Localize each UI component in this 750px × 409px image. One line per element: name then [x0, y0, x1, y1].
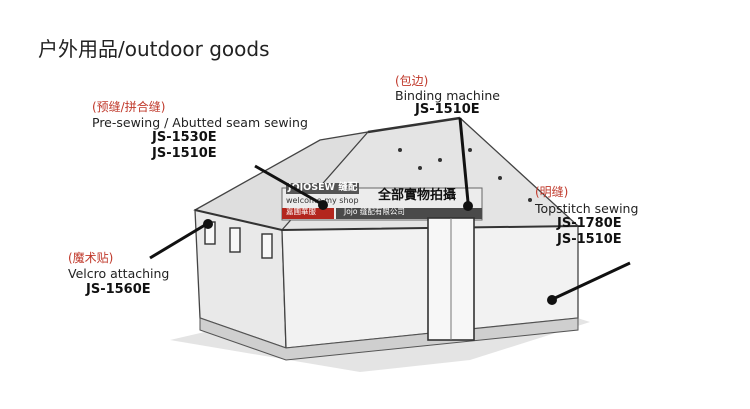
tent-base-skirt	[199, 317, 579, 361]
binding-pointer-dot	[463, 201, 473, 211]
velcro-description: Velcro attaching	[68, 266, 170, 281]
pre-sewing-category: (预缝/拼合缝)	[92, 100, 166, 114]
binding-model: JS-1510E	[415, 102, 480, 117]
topstitch-description: Topstitch sewing	[535, 201, 639, 216]
binding-pointer-line	[458, 117, 470, 203]
topstitch-pointer-line	[554, 261, 631, 300]
velcro-pointer-dot	[203, 219, 213, 229]
topstitch-model-2: JS-1510E	[557, 232, 622, 247]
binding-description: Binding machine	[395, 88, 500, 103]
topstitch-pointer-dot	[547, 295, 557, 305]
tent-big-sign-text: 全部實物拍攝	[378, 188, 457, 203]
pre-sewing-model-2: JS-1510E	[152, 146, 217, 161]
topstitch-model-1: JS-1780E	[557, 216, 622, 231]
roof-eave	[194, 209, 579, 232]
signage-dark-strip	[336, 208, 482, 219]
tent-sub-left-text: 嘉圃華服	[286, 207, 316, 216]
pre-sewing-model-1: JS-1530E	[152, 130, 217, 145]
pre-sewing-pointer-dot	[318, 200, 328, 210]
binding-category: (包边)	[395, 74, 429, 88]
topstitch-category: (明缝)	[535, 185, 569, 199]
roof-ridge	[367, 116, 461, 134]
tent-sub-right-text: Jojo 缝配有限公司	[344, 207, 405, 216]
roof-grommets	[398, 148, 532, 202]
tent-brand-text: JOJOSEW 缝配	[286, 182, 360, 194]
velcro-category: (魔术贴)	[68, 251, 114, 265]
velcro-pointer-line	[149, 223, 206, 260]
page-title: 户外用品/outdoor goods	[38, 37, 270, 61]
pre-sewing-pointer-line	[254, 164, 321, 205]
signage-red-tag	[282, 208, 334, 219]
velcro-model: JS-1560E	[86, 282, 151, 297]
pre-sewing-description: Pre-sewing / Abutted seam sewing	[92, 115, 308, 130]
